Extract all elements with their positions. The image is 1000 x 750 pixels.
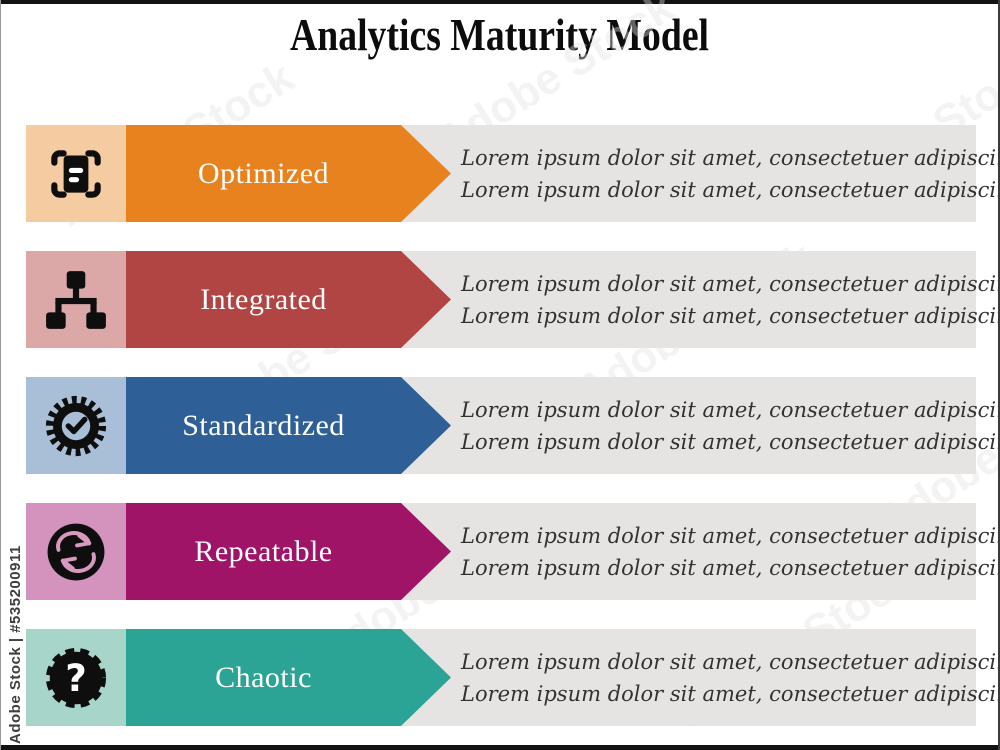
maturity-row-repeatable: Lorem ipsum dolor sit amet, consectetuer… [26,503,998,600]
icon-tile [26,125,126,222]
stage-label: Repeatable [194,534,333,568]
sync-arrows-icon [41,517,111,587]
scan-document-icon [43,141,109,207]
maturity-row-integrated: Lorem ipsum dolor sit amet, consectetuer… [26,251,998,348]
stage-arrow-banner: Optimized [126,125,451,222]
top-black-bar [1,0,998,4]
description-panel: Lorem ipsum dolor sit amet, consectetuer… [376,125,998,222]
description-panel: Lorem ipsum dolor sit amet, consectetuer… [376,629,998,726]
description-line: Lorem ipsum dolor sit amet, consectetuer… [461,649,998,674]
description-line: Lorem ipsum dolor sit amet, consectetuer… [461,177,998,202]
stage-arrow-banner: Standardized [126,377,451,474]
description-line: Lorem ipsum dolor sit amet, consectetuer… [461,303,998,328]
bottom-black-bar [1,745,998,750]
description-panel: Lorem ipsum dolor sit amet, consectetuer… [376,503,998,600]
question-seal-icon: ? [41,643,111,713]
icon-tile [26,503,126,600]
stage-label: Standardized [182,408,345,442]
description-line: Lorem ipsum dolor sit amet, consectetuer… [461,555,998,580]
adobe-stock-watermark: Adobe Stock | #535200911 [7,545,24,744]
stage-arrow-banner: Chaotic [126,629,451,726]
page-title: Analytics Maturity Model [289,9,710,60]
svg-text:?: ? [65,656,87,700]
hierarchy-icon [43,267,109,333]
stage-label: Optimized [197,156,330,190]
maturity-row-chaotic: Lorem ipsum dolor sit amet, consectetuer… [26,629,998,726]
stage-label: Chaotic [215,660,312,694]
description-panel: Lorem ipsum dolor sit amet, consectetuer… [376,377,998,474]
stage-arrow-banner: Repeatable [126,503,451,600]
description-line: Lorem ipsum dolor sit amet, consectetuer… [461,271,998,296]
stage-label: Integrated [200,282,327,316]
maturity-row-optimized: Lorem ipsum dolor sit amet, consectetuer… [26,125,998,222]
title-container: Analytics Maturity Model [1,8,998,61]
description-line: Lorem ipsum dolor sit amet, consectetuer… [461,429,998,454]
icon-tile [26,377,126,474]
maturity-row-standardized: Lorem ipsum dolor sit amet, consectetuer… [26,377,998,474]
stage-arrow-banner: Integrated [126,251,451,348]
description-panel: Lorem ipsum dolor sit amet, consectetuer… [376,251,998,348]
icon-tile [26,251,126,348]
description-line: Lorem ipsum dolor sit amet, consectetuer… [461,397,998,422]
description-line: Lorem ipsum dolor sit amet, consectetuer… [461,145,998,170]
badge-check-icon [41,391,111,461]
description-line: Lorem ipsum dolor sit amet, consectetuer… [461,523,998,548]
description-line: Lorem ipsum dolor sit amet, consectetuer… [461,681,998,706]
icon-tile: ? [26,629,126,726]
